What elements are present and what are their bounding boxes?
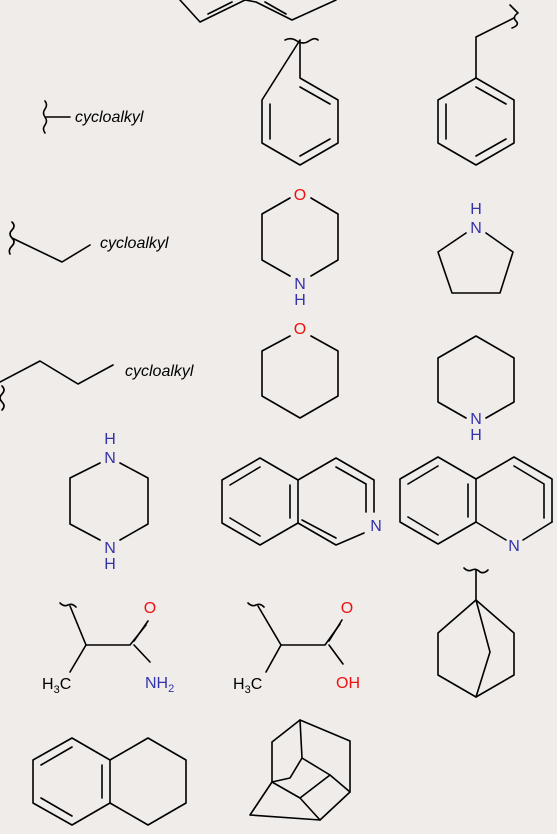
quinoline-nitrogen: N bbox=[508, 538, 520, 555]
piperazine-ring: H N N H bbox=[69, 431, 149, 573]
propanamide-fragment: O NH2 H3C bbox=[42, 600, 174, 696]
quinoline-ring: N bbox=[399, 456, 553, 555]
tetralin-ring bbox=[32, 737, 187, 826]
pyrrolidine-nitrogen: N bbox=[470, 220, 482, 237]
cycloalkyl-label-2: cycloalkyl bbox=[100, 235, 169, 252]
isoquinoline-ring: N bbox=[221, 457, 382, 546]
morpholine-hydrogen: H bbox=[294, 292, 306, 309]
norbornane-ring bbox=[437, 567, 515, 698]
cycloalkyl-substituent-3: cycloalkyl bbox=[0, 360, 194, 411]
adamantane-cage bbox=[249, 719, 351, 821]
cycloalkyl-label-1: cycloalkyl bbox=[75, 109, 144, 126]
cycloalkyl-substituent-2: cycloalkyl bbox=[8, 221, 169, 263]
acid-hydroxyl: OH bbox=[336, 675, 360, 692]
amide-methyl: H3C bbox=[42, 676, 71, 696]
piperidine-hydrogen: H bbox=[470, 427, 482, 444]
acid-methyl: H3C bbox=[233, 676, 262, 696]
piperazine-nitrogen-1: N bbox=[104, 450, 116, 467]
amide-nh2: NH2 bbox=[145, 675, 174, 695]
morpholine-oxygen: O bbox=[294, 187, 306, 204]
piperazine-hydrogen-2: H bbox=[104, 556, 116, 573]
benzyl-ring bbox=[437, 4, 519, 166]
pyrrolidine-ring: H N bbox=[437, 201, 514, 294]
isoquinoline-nitrogen: N bbox=[370, 518, 382, 535]
phenyl-ring bbox=[261, 37, 339, 166]
propanoic-acid-fragment: O OH H3C bbox=[233, 600, 360, 696]
top-fused-ring-fragment bbox=[179, 0, 337, 23]
piperidine-nitrogen: N bbox=[470, 411, 482, 428]
cycloalkyl-label-3: cycloalkyl bbox=[125, 363, 194, 380]
amide-oxygen: O bbox=[144, 600, 156, 617]
oxane-ring: O bbox=[261, 321, 339, 419]
oxane-oxygen: O bbox=[294, 321, 306, 338]
morpholine-nitrogen: N bbox=[294, 276, 306, 293]
piperidine-ring: N H bbox=[437, 335, 515, 444]
piperazine-nitrogen-2: N bbox=[104, 540, 116, 557]
cycloalkyl-substituent-1: cycloalkyl bbox=[42, 100, 144, 134]
acid-oxygen: O bbox=[341, 600, 353, 617]
piperazine-hydrogen-1: H bbox=[104, 431, 116, 448]
pyrrolidine-hydrogen: H bbox=[470, 201, 482, 218]
morpholine-ring: O N H bbox=[261, 187, 339, 309]
